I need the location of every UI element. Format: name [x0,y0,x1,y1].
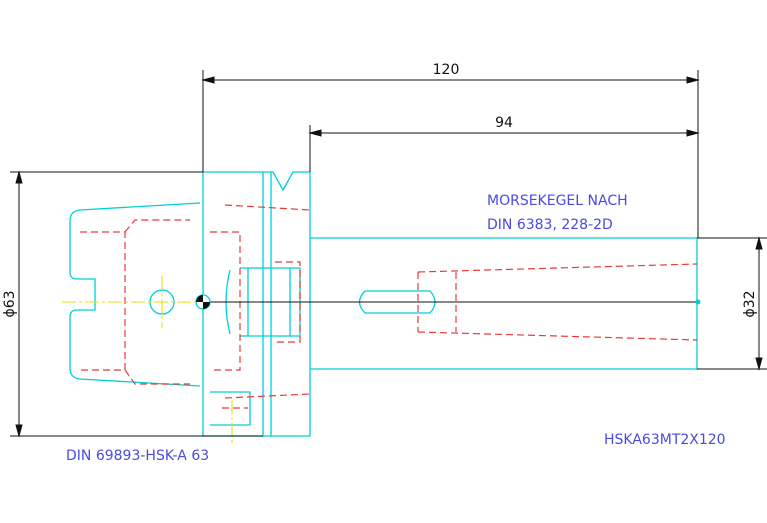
note-taper-line2: DIN 6383, 228-2D [487,217,613,233]
dim-shank-length: 94 [495,115,513,131]
note-part-number: HSKA63MT2X120 [604,432,726,448]
dim-overall-length: 120 [433,62,460,78]
note-standard: DIN 69893-HSK-A 63 [66,448,209,464]
part-outline [69,171,698,437]
dim-shank-diameter: ϕ32 [742,290,758,317]
center-marker-icon [195,294,211,310]
dimension-lines [10,70,767,438]
note-taper-line1: MORSEKEGEL NACH [487,193,628,209]
center-lines [62,276,233,444]
hidden-lines [80,204,698,409]
end-point-marker-icon [695,299,701,305]
dim-flange-diameter: ϕ63 [2,290,18,317]
